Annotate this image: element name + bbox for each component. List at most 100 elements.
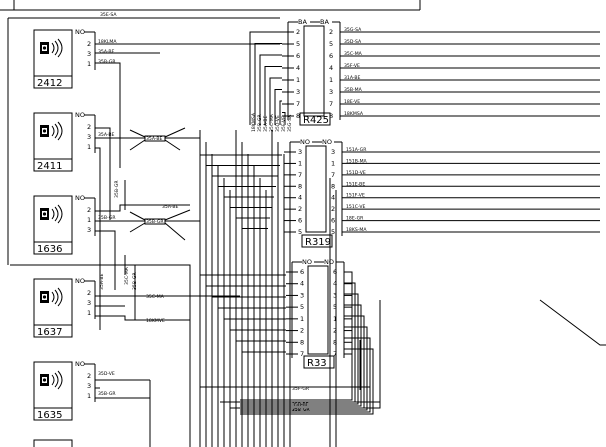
mid-label-1637: 35C-MA <box>146 294 165 300</box>
device-pin: 2 <box>87 123 91 131</box>
connector-pin-left: 6 <box>298 217 302 225</box>
connector-wire-label: 151F-VE <box>346 193 365 199</box>
device-no-label: NO <box>75 277 85 285</box>
connector-wire-label: 18KS-MA <box>346 227 367 233</box>
relay-icon <box>40 38 63 58</box>
connector-pin-right: 5 <box>331 228 335 236</box>
connector-pin-left: 2 <box>298 205 302 213</box>
connector-pin-right: 7 <box>331 171 335 179</box>
device-wire-label: 35B-GR <box>98 215 116 221</box>
connector-pin-right: 4 <box>329 64 333 72</box>
connector-wire-label: 35G-SA <box>344 27 362 33</box>
connector-pin-right: 5 <box>329 40 333 48</box>
connector-pin-left: 7 <box>300 350 304 358</box>
device-wire-label: 35B-GR <box>98 391 116 397</box>
device-1637: NO2 3 1 1637 <box>33 277 96 338</box>
splice-b: 35B-GR <box>144 218 166 225</box>
connector-pin-right: 4 <box>333 280 337 288</box>
device-pin: 3 <box>87 382 91 390</box>
device-2411: NO2 3 35A-BE 1 2411 <box>33 111 115 172</box>
connector-pin-right: 8 <box>333 338 337 346</box>
connector-wire-label: 151B-MA <box>346 158 368 164</box>
device-id: 1635 <box>37 410 62 421</box>
vwire-label-1: 35B-GR <box>114 180 120 198</box>
connector-wire-label: 151A-GR <box>346 147 367 153</box>
connector-head-left: NO <box>300 138 310 146</box>
relay-icon <box>40 287 63 307</box>
connector-pin-left: 5 <box>300 303 304 311</box>
splice-a: 35A-BE <box>144 135 166 142</box>
device-id: 2411 <box>37 161 62 172</box>
connector-pin-left: 8 <box>298 182 302 190</box>
connector-bottom-wire-label: 18KMSA <box>251 112 257 132</box>
device-wire-label: 35A-BE <box>98 132 115 138</box>
connector-pin-left: 1 <box>298 159 302 167</box>
relay-icon <box>40 204 63 224</box>
connector-pin-left: 4 <box>298 194 302 202</box>
device-pin: 2 <box>87 289 91 297</box>
connector-pin-right: 1 <box>333 315 337 323</box>
connector-wire-label: 35D-SA <box>344 39 362 45</box>
connector-pin-left: 5 <box>296 40 300 48</box>
device-id: 1636 <box>37 244 62 255</box>
device-no-label: NO <box>75 194 85 202</box>
connector-pin-right: 7 <box>329 100 333 108</box>
connector-pin-right: 8 <box>329 112 333 120</box>
connector-wire-label: 18E-VE <box>344 99 360 105</box>
connector-wire-label: 35B-MA <box>344 87 363 93</box>
connector-pin-left: 4 <box>296 64 300 72</box>
connector-head-left: NO <box>302 258 312 266</box>
connector-head-left: BA <box>298 18 307 26</box>
connector-pin-right: 5 <box>333 303 337 311</box>
connector-bottom-wire-label: 35F-VE <box>281 116 287 132</box>
device-wire-label: 35A-BE <box>98 49 115 55</box>
device-pin: 1 <box>87 143 91 151</box>
connector-wire-label: 31A-BE <box>344 75 361 81</box>
relay-icon <box>40 370 63 390</box>
connector-wire-label: 35C-MA <box>344 51 363 57</box>
device-pin: 2 <box>87 372 91 380</box>
device-no-label: NO <box>75 111 85 119</box>
vwire-label-3: 35A-BE <box>99 273 105 290</box>
connector-pin-right: 3 <box>333 291 337 299</box>
connector-pin-right: 2 <box>333 327 337 335</box>
connector-pin-left: 7 <box>298 171 302 179</box>
connector-pin-left: 7 <box>296 100 300 108</box>
device-no-label: NO <box>75 28 85 36</box>
connector-bottom-wire-label: 35D-VE <box>275 115 281 132</box>
connector-id: R33 <box>307 358 327 369</box>
connector-wire-label: 18E-GR <box>346 216 364 222</box>
connector-pin-right: 6 <box>331 217 335 225</box>
device-wire-label: 35D-VE <box>98 371 115 377</box>
connector-bottom-wire-label: 35C-MA <box>269 113 275 132</box>
device-pin: 1 <box>87 60 91 68</box>
connector-bottom-wire-label: 35A-BE <box>263 115 269 132</box>
connector-wire-label: 151C-VE <box>346 204 366 210</box>
device-id: 1637 <box>37 327 62 338</box>
connector-pin-right: 2 <box>329 28 333 36</box>
connector-pin-left: 4 <box>300 280 304 288</box>
wire-bundle <box>199 31 374 447</box>
device-wire-label: 18KLMA <box>98 39 117 45</box>
bottom-label-1: 35F-GR <box>292 386 310 392</box>
connector-wire-label: 151D-VE <box>346 170 366 176</box>
device-pin: 3 <box>87 50 91 58</box>
connector-head-right: BA <box>320 18 329 26</box>
splice-b-label: 35B-GR <box>146 219 164 225</box>
connector-pin-left: 3 <box>296 88 300 96</box>
device-pin: 1 <box>87 216 91 224</box>
connector-pin-right: 3 <box>331 148 335 156</box>
connector-pin-right: 2 <box>331 205 335 213</box>
device-pin: 3 <box>87 133 91 141</box>
connector-wire-label: 151E-BE <box>346 181 365 187</box>
connector-pin-left: 1 <box>296 76 300 84</box>
connector-head-right: NO <box>324 258 334 266</box>
vwire-label-2: 35C-MA <box>124 266 130 285</box>
device-no-label: NO <box>75 360 85 368</box>
device-pin: 3 <box>87 299 91 307</box>
device-pin: 1 <box>87 309 91 317</box>
top-wire-label: 35E-SA <box>100 12 117 18</box>
